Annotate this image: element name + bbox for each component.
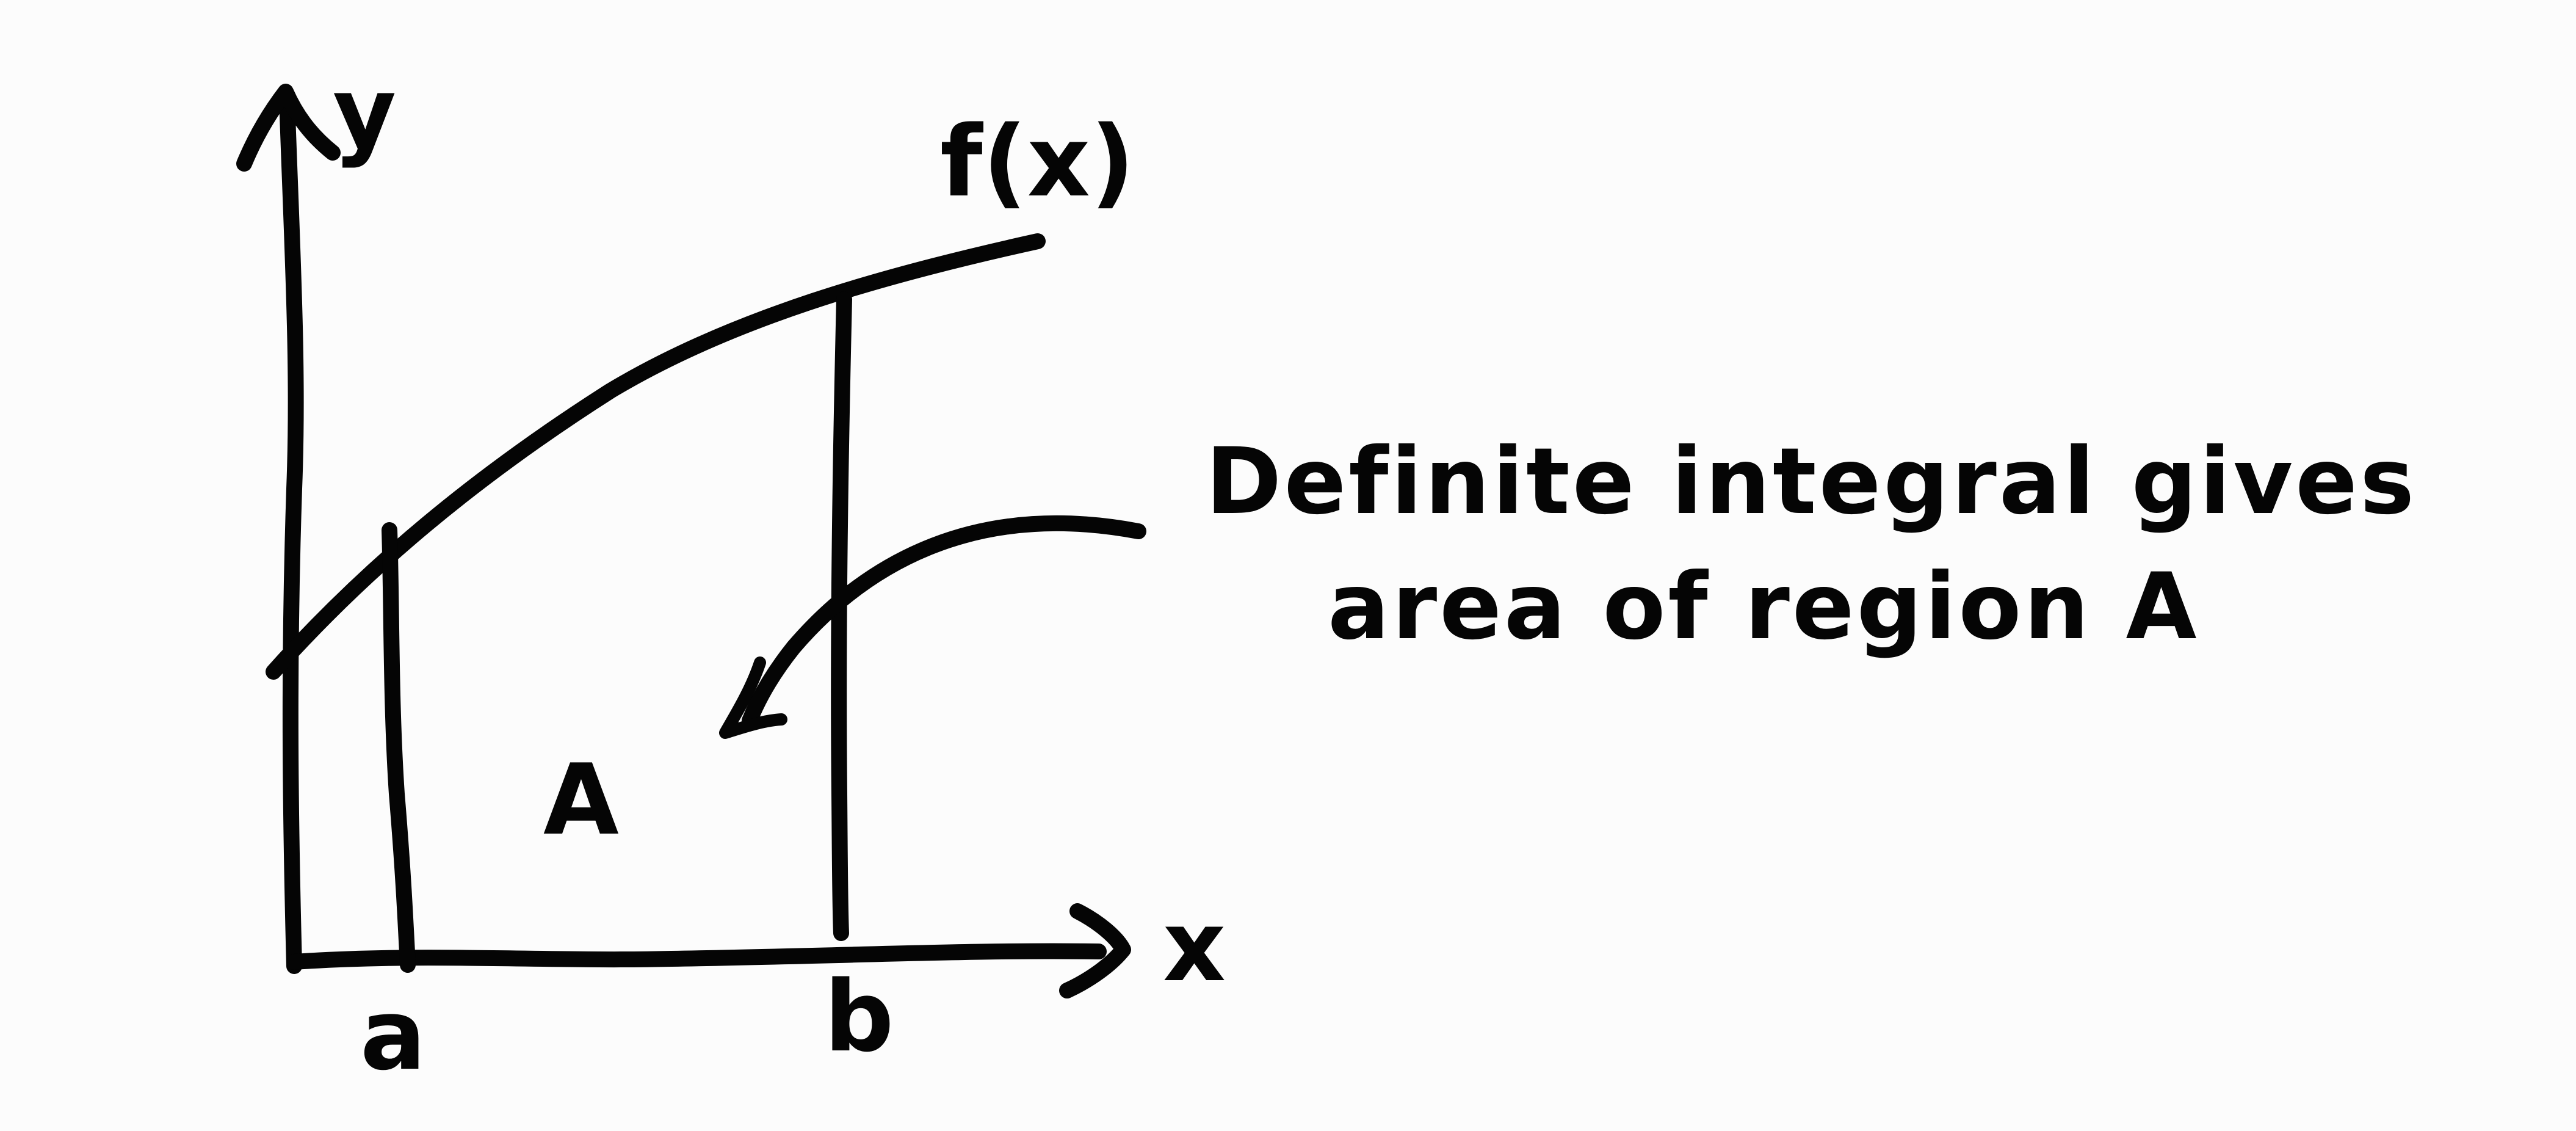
pointer-arrowhead xyxy=(719,656,787,739)
function-curve xyxy=(266,233,1046,680)
pointer-arrow xyxy=(742,515,1146,729)
y-axis xyxy=(279,90,304,974)
y-axis-arrowhead xyxy=(236,84,341,172)
annotation-line-2: area of region A xyxy=(1328,554,2199,660)
upper-bound-label: b xyxy=(824,959,894,1074)
y-axis-label: y xyxy=(333,56,396,170)
x-axis-arrowhead xyxy=(1059,903,1131,998)
upper-bound-line xyxy=(831,291,852,941)
x-axis-label: x xyxy=(1163,889,1226,1003)
function-label: f(x) xyxy=(940,104,1135,219)
lower-bound-line xyxy=(382,522,416,973)
x-axis xyxy=(286,943,1107,970)
lower-bound-label: a xyxy=(360,978,426,1092)
region-label: A xyxy=(543,743,619,857)
annotation-line-1: Definite integral gives xyxy=(1206,429,2417,535)
